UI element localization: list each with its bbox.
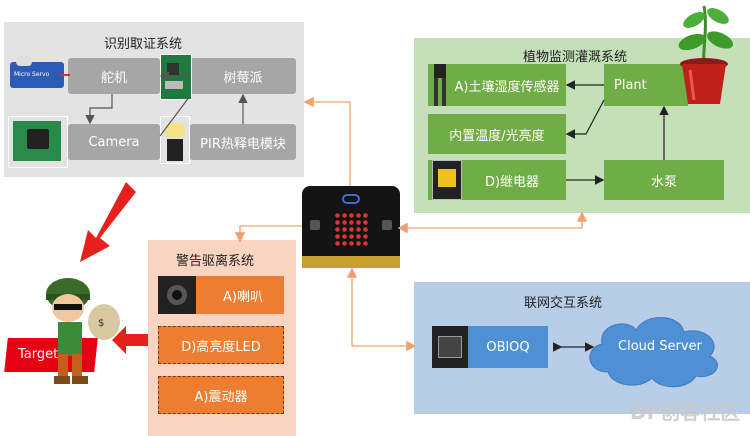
network-title: 联网交互系统 — [524, 296, 603, 311]
temp-light-box: 内置温度/光亮度 — [428, 114, 566, 154]
pump-label: 水泵 — [650, 174, 677, 190]
speaker-label: A)喇叭 — [223, 289, 263, 305]
vibration-box: A)震动器 — [158, 376, 284, 414]
obloq-image — [432, 326, 468, 368]
arrow-plant-to-temp — [565, 99, 605, 139]
plant-box: Plant — [604, 64, 688, 106]
soil-probe-image — [432, 64, 448, 108]
vibration-label: A)震动器 — [194, 389, 248, 405]
arrow-servo-to-camera — [85, 94, 113, 125]
link-microbit-recognition — [303, 96, 351, 186]
camera-box: Camera — [68, 124, 160, 160]
warning-title: 警告驱离系统 — [176, 254, 255, 269]
link-microbit-warning — [234, 225, 302, 243]
soil-sensor-box: A)土壤湿度传感器 — [428, 64, 566, 106]
pump-box: 水泵 — [604, 160, 724, 200]
raspberry-pi-image — [160, 54, 192, 100]
led-box: D)高亮度LED — [158, 326, 284, 364]
plant-title: 植物监测灌溉系统 — [523, 50, 628, 65]
target-label: Target — [18, 347, 59, 362]
pir-label: PIR热释电模块 — [200, 136, 286, 152]
pir-box: PIR热释电模块 — [190, 124, 296, 160]
potted-plant-image — [664, 0, 744, 106]
servo-box: 舵机 — [68, 58, 160, 94]
led-label: D)高亮度LED — [181, 339, 261, 355]
watermark-text: DF创客社区 — [630, 400, 741, 424]
arrow-camera-to-raspberry — [159, 95, 191, 137]
svg-text:$: $ — [98, 318, 104, 329]
relay-label: D)继电器 — [484, 174, 540, 190]
thief-figure: $ — [36, 272, 126, 388]
red-arrow-warning-to-target — [112, 326, 148, 354]
raspberry-box: 树莓派 — [190, 58, 296, 94]
raspberry-label: 树莓派 — [223, 70, 263, 86]
link-microbit-plant — [397, 211, 588, 234]
obloq-label: OBlOQ — [486, 339, 530, 355]
servo-image: Micro Servo — [8, 52, 70, 98]
camera-label: Camera — [88, 134, 140, 150]
microbit-board — [302, 186, 400, 268]
cloud-label: Cloud Server — [618, 339, 702, 354]
servo-label: 舵机 — [100, 70, 127, 86]
plant-label: Plant — [614, 77, 647, 93]
link-microbit-network — [346, 267, 417, 352]
temp-light-label: 内置温度/光亮度 — [449, 128, 545, 144]
servo-chip-label: Micro Servo — [14, 71, 50, 78]
red-arrow-to-target — [80, 182, 136, 262]
recognition-title: 识别取证系统 — [104, 37, 183, 52]
soil-sensor-label: A)土壤湿度传感器 — [454, 79, 560, 95]
speaker-image — [158, 276, 196, 314]
cloud-shape — [589, 317, 718, 388]
camera-image — [8, 116, 68, 168]
relay-image — [432, 160, 462, 200]
